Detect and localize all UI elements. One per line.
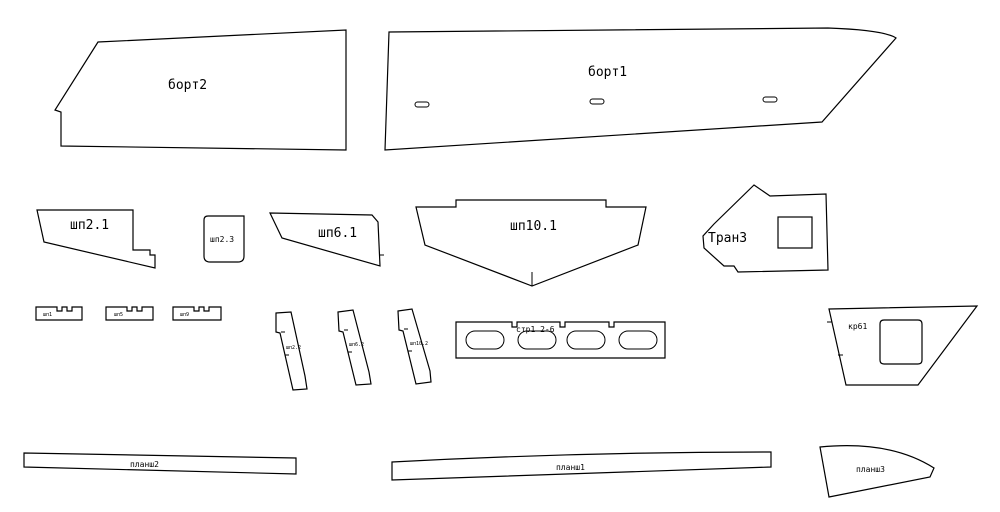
label-shp23: шп2.3 xyxy=(210,235,234,244)
part-shp23: шп2.3 xyxy=(203,215,245,263)
label-shp10: шп10.1 xyxy=(510,219,557,234)
label-plansh2: планш2 xyxy=(130,460,159,469)
part-str: стр1 2-6 xyxy=(455,321,666,359)
label-shp21: шп2.1 xyxy=(70,218,109,233)
slot-2 xyxy=(589,98,605,105)
str-hole-3 xyxy=(566,330,606,350)
part-plansh1: планш1 xyxy=(391,451,772,481)
label-plansh3: планш3 xyxy=(856,465,885,474)
str-hole-4 xyxy=(618,330,658,350)
label-kr6: кр61 xyxy=(848,322,867,331)
part-small-2: шп5 xyxy=(105,306,154,321)
label-tran3: Тран3 xyxy=(708,231,747,246)
str-hole-2 xyxy=(517,330,557,350)
label-bort2: борт2 xyxy=(168,78,207,93)
part-small-1: шп1 xyxy=(35,306,83,321)
label-bort1: борт1 xyxy=(588,65,627,80)
part-bort1: борт1 xyxy=(384,27,897,151)
label-shp6: шп6.1 xyxy=(318,226,357,241)
label-vertical-2: шп6.2 xyxy=(349,342,364,348)
label-small-2: шп5 xyxy=(114,312,123,318)
part-vertical-2: шп6.2 xyxy=(337,309,372,386)
part-plansh2: планш2 xyxy=(23,452,297,475)
slot-3 xyxy=(762,96,778,103)
tran3-window xyxy=(777,216,813,249)
part-shp6: шп6.1 xyxy=(269,212,384,267)
label-plansh1: планш1 xyxy=(556,463,585,472)
slot-1 xyxy=(414,101,430,108)
part-bort2: борт2 xyxy=(54,29,347,151)
label-vertical-3: шп10.2 xyxy=(410,341,428,347)
part-vertical-1: шп2.2 xyxy=(275,311,308,391)
part-shp21: шп2.1 xyxy=(36,209,156,269)
part-tran3: Тран3 xyxy=(702,184,829,273)
label-str: стр1 2-6 xyxy=(516,325,555,334)
label-vertical-1: шп2.2 xyxy=(286,345,301,351)
part-kr6: кр61 xyxy=(827,305,979,386)
part-small-3: шп9 xyxy=(172,306,222,321)
part-plansh3: планш3 xyxy=(819,445,935,498)
str-hole-1 xyxy=(465,330,505,350)
part-shp10: шп10.1 xyxy=(415,199,647,287)
part-vertical-3: шп10.2 xyxy=(397,308,432,385)
kr6-window xyxy=(879,319,923,365)
label-small-3: шп9 xyxy=(180,312,189,318)
label-small-1: шп1 xyxy=(43,312,52,318)
